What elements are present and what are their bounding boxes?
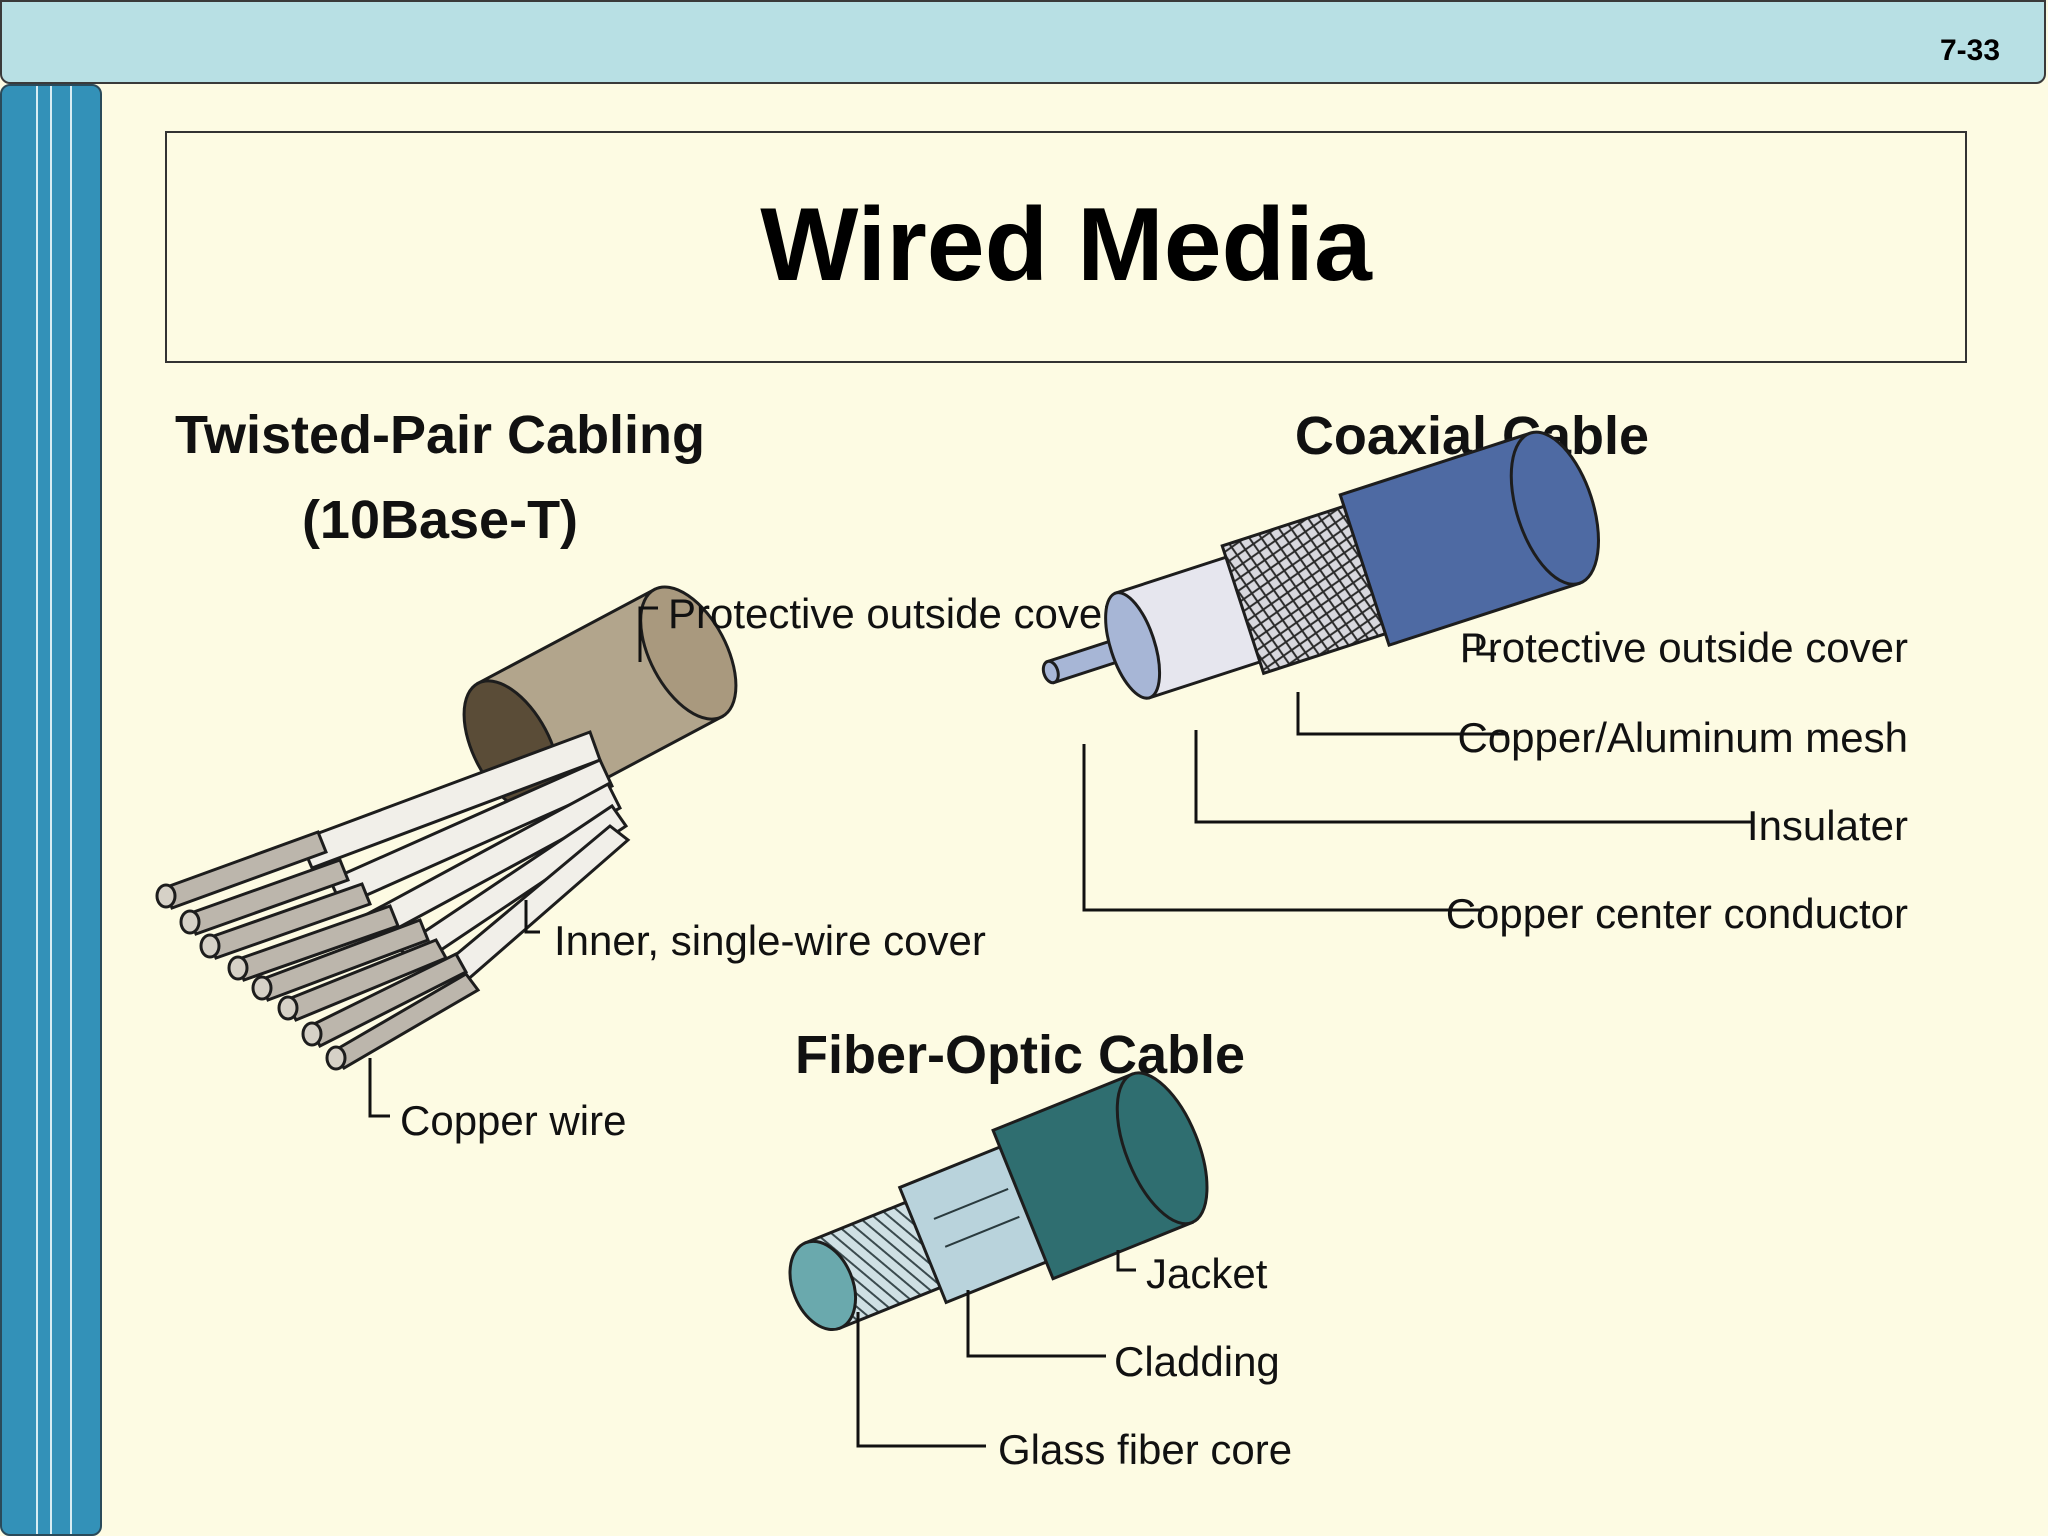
side-bar bbox=[0, 84, 102, 1536]
coax-insulator-label: Insulater bbox=[1747, 802, 1908, 849]
coax-cable bbox=[1041, 430, 1600, 700]
side-bar-stripe bbox=[36, 86, 38, 1534]
coax-outer-cover-leader bbox=[1476, 636, 1496, 656]
slide-title: Wired Media bbox=[760, 187, 1372, 303]
twisted-pair-group: Twisted-Pair Cabling (10Base-T) bbox=[155, 405, 1116, 1144]
tp-copper-wire-label: Copper wire bbox=[400, 1097, 626, 1144]
top-bar: 7-33 bbox=[0, 0, 2046, 84]
side-bar-stripe bbox=[50, 86, 52, 1534]
tp-inner-covers bbox=[298, 730, 631, 991]
slide-number: 7-33 bbox=[1939, 34, 2000, 67]
twisted-pair-heading: Twisted-Pair Cabling bbox=[175, 405, 705, 465]
coaxial-group: Coaxial Cable Protective outside cover C… bbox=[1041, 406, 1908, 937]
fiber-cladding-leader bbox=[966, 1290, 1106, 1358]
title-box: Wired Media bbox=[165, 131, 1967, 363]
twisted-pair-subheading: (10Base-T) bbox=[302, 490, 578, 550]
fiber-optic-heading: Fiber-Optic Cable bbox=[795, 1025, 1245, 1085]
coax-outer-cover-label: Protective outside cover bbox=[1460, 624, 1908, 671]
coax-conductor-label: Copper center conductor bbox=[1446, 890, 1908, 937]
tp-outer-cover-leader bbox=[638, 606, 658, 662]
fiber-jacket-label: Jacket bbox=[1146, 1250, 1268, 1297]
tp-copper-wires bbox=[155, 830, 481, 1071]
fiber-cladding-label: Cladding bbox=[1114, 1338, 1280, 1385]
fiber-jacket-leader bbox=[1116, 1250, 1136, 1272]
tp-copper-wire-leader bbox=[368, 1058, 390, 1118]
fiber-core-label: Glass fiber core bbox=[998, 1426, 1292, 1473]
coax-mesh-label: Copper/Aluminum mesh bbox=[1457, 714, 1908, 761]
coax-conductor-leader bbox=[1082, 744, 1484, 912]
coax-insulator-leader bbox=[1194, 730, 1754, 824]
tp-outer-cover-label: Protective outside cover bbox=[668, 590, 1116, 637]
fiber-core-leader bbox=[856, 1312, 986, 1448]
fiber-optic-group: Fiber-Optic Cable Jacket Cladding Glass … bbox=[788, 1025, 1292, 1473]
side-bar-stripe bbox=[70, 86, 72, 1534]
fiber-core bbox=[788, 1239, 857, 1332]
coax-mesh-leader bbox=[1296, 692, 1508, 736]
tp-inner-cover-label: Inner, single-wire cover bbox=[554, 917, 986, 964]
fiber-cable bbox=[788, 1071, 1209, 1332]
tp-inner-cover-leader bbox=[524, 900, 540, 934]
